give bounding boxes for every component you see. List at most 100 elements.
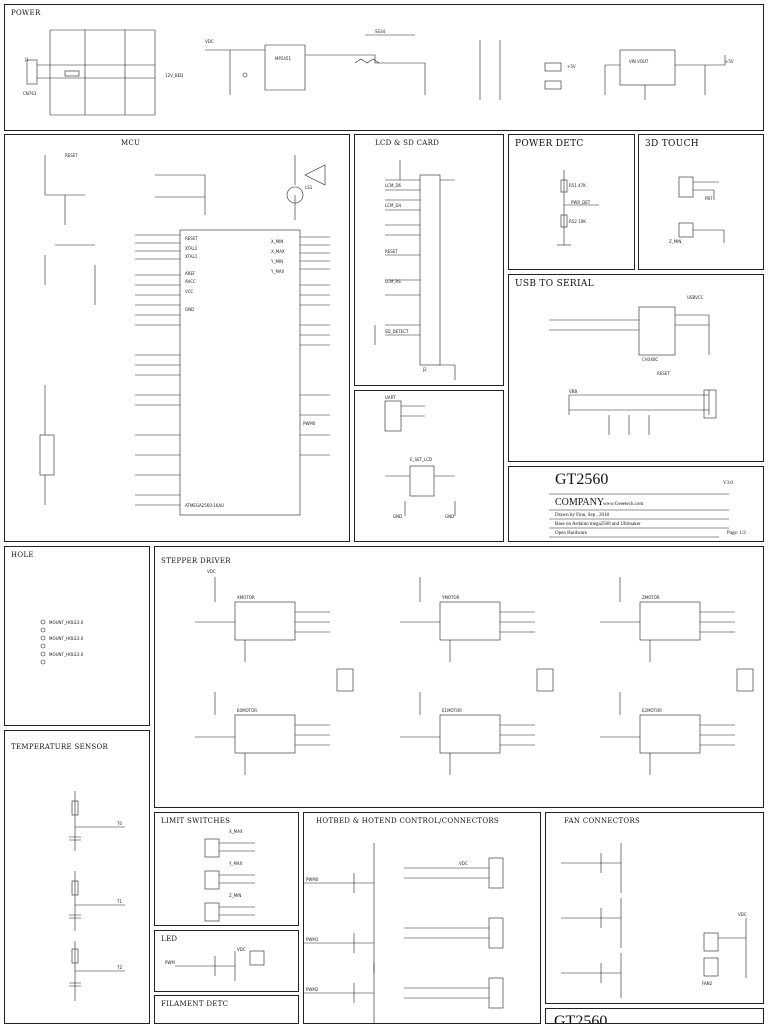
svg-text:GND: GND <box>185 307 194 312</box>
svg-text:12V_BED: 12V_BED <box>165 73 183 78</box>
title-block-2-name: GT2560 <box>554 1013 608 1024</box>
svg-text:CN763: CN763 <box>23 91 37 96</box>
lcd-title: LCD & SD CARD <box>375 139 440 147</box>
svg-text:RESET: RESET <box>657 371 670 376</box>
svg-text:SS34: SS34 <box>375 29 386 34</box>
svg-text:AREF: AREF <box>185 271 196 276</box>
svg-text:XTAL1: XTAL1 <box>185 254 198 259</box>
driver-x-label: XMOTOR <box>237 595 255 600</box>
led-title: LED <box>161 935 178 943</box>
limit-panel: LIMIT SWITCHES X_MAX Y_MAX Z_MIN <box>154 812 299 926</box>
title-block-drawn: Drawn by Finn, Sep , 2018 <box>555 513 610 518</box>
svg-text:R52 10K: R52 10K <box>569 219 586 224</box>
svg-text:R51 47K: R51 47K <box>569 183 586 188</box>
svg-text:XTAL2: XTAL2 <box>185 246 198 251</box>
power-detc-panel: POWER DETC R51 47K PWR_DET R52 10K <box>508 134 635 270</box>
hotbed-panel: HOTBED & HOTEND CONTROL/CONNECTORS VDC P… <box>303 812 541 1024</box>
title-block-page: Page: 1/2 <box>727 531 746 536</box>
stepper-schematic: XMOTOR YMOTOR ZMOTOR E0MOTOR E1MOTOR E2M… <box>195 569 754 775</box>
filament-panel: FILAMENT DETC <box>154 995 299 1024</box>
title-block-2: GT2560 <box>545 1008 764 1024</box>
svg-text:VDC: VDC <box>738 912 747 917</box>
hole-schematic: MOUNT_HOLE3.0 MOUNT_HOLE3.0 MOUNT_HOLE3.… <box>40 619 84 665</box>
limit-schematic: X_MAX Y_MAX Z_MIN <box>204 829 255 922</box>
svg-text:LCM_D4: LCM_D4 <box>385 203 402 208</box>
svg-text:VBB: VBB <box>569 389 577 394</box>
power-panel: POWER J1 CN763 12V_BED VDC MP2451 SS34 V… <box>4 4 764 131</box>
touch-panel: 3D TOUCH PB7 Z_MIN <box>638 134 764 270</box>
svg-text:AVCC: AVCC <box>185 279 196 284</box>
power-schematic: J1 CN763 12V_BED VDC MP2451 SS34 VIN VOU… <box>23 29 734 116</box>
filament-title: FILAMENT DETC <box>161 1000 229 1008</box>
usb-panel: USB TO SERIAL CH340C USBVCC RESET VBB <box>508 274 764 462</box>
touch-title: 3D TOUCH <box>645 139 699 149</box>
power-detc-schematic: R51 47K PWR_DET R52 10K <box>557 170 599 246</box>
svg-text:PWM1: PWM1 <box>306 937 319 942</box>
svg-text:VIN VOUT: VIN VOUT <box>629 59 649 64</box>
svg-text:Y_MAX: Y_MAX <box>228 861 243 866</box>
driver-e1-label: E1MOTOR <box>442 708 462 713</box>
svg-text:E_SET_LCD: E_SET_LCD <box>410 457 432 462</box>
led-schematic: PWM VDC <box>165 947 265 981</box>
svg-text:SD_DETECT: SD_DETECT <box>385 329 409 334</box>
svg-text:J1: J1 <box>24 57 29 62</box>
mcu-schematic: ATMEGA2560-16AU RESET RESET XTAL2 XTAL1 … <box>39 153 330 516</box>
title-block-version: V3.0 <box>723 481 733 486</box>
svg-text:PWM0: PWM0 <box>303 421 316 426</box>
fan-title: FAN CONNECTORS <box>564 817 641 825</box>
title-block-company: COMPANY <box>555 497 605 508</box>
title-block-website: www.Geeetech.com <box>603 502 644 507</box>
power-title: POWER <box>11 9 41 17</box>
svg-text:VDC: VDC <box>237 947 246 952</box>
limit-title: LIMIT SWITCHES <box>161 817 231 825</box>
mcu-title: MCU <box>121 139 141 147</box>
hotbed-title: HOTBED & HOTEND CONTROL/CONNECTORS <box>316 817 500 825</box>
svg-text:PWM2: PWM2 <box>306 987 319 992</box>
svg-text:MOUNT_HOLE3.0: MOUNT_HOLE3.0 <box>49 636 84 641</box>
lcd-schematic: LCM_D6 LCM_D4 RESET LCM_RS SD_DETECT J2 <box>374 160 456 380</box>
mcu-chip-label: ATMEGA2560-16AU <box>185 503 224 508</box>
temp-title: TEMPERATURE SENSOR <box>11 743 109 751</box>
svg-text:LCM_RS: LCM_RS <box>385 279 401 284</box>
svg-text:FAN2: FAN2 <box>702 981 713 986</box>
svg-text:Y_MAX: Y_MAX <box>270 269 285 274</box>
svg-text:X_MAX: X_MAX <box>271 249 285 254</box>
svg-text:USBVCC: USBVCC <box>687 295 704 300</box>
stepper-title: STEPPER DRIVER <box>161 557 231 565</box>
svg-text:RESET: RESET <box>185 236 198 241</box>
hole-title: HOLE <box>11 551 34 559</box>
hotbed-schematic: VDC PWM0 PWM1 PWM2 <box>304 843 504 1023</box>
svg-text:X_MAX: X_MAX <box>229 829 243 834</box>
title-block-lines <box>549 493 729 538</box>
svg-text:MOUNT_HOLE3.0: MOUNT_HOLE3.0 <box>49 620 84 625</box>
driver-e2-label: E2MOTOR <box>642 708 662 713</box>
usb-schematic: CH340C USBVCC RESET VBB <box>549 295 717 435</box>
svg-text:LCM_D6: LCM_D6 <box>385 183 402 188</box>
svg-text:Z_MIN: Z_MIN <box>669 239 681 244</box>
hole-panel: HOLE MOUNT_HOLE3.0 MOUNT_HOLE3.0 MOUNT_H… <box>4 546 150 726</box>
svg-text:Y_MIN: Y_MIN <box>270 259 283 264</box>
svg-text:+5V: +5V <box>567 64 576 69</box>
svg-text:VDC: VDC <box>205 39 214 44</box>
svg-text:MP2451: MP2451 <box>275 56 291 61</box>
driver-e0-label: E0MOTOR <box>237 708 257 713</box>
svg-text:PWR_DET: PWR_DET <box>571 200 591 205</box>
svg-text:T1: T1 <box>116 899 122 904</box>
power-detc-title: POWER DETC <box>515 139 584 149</box>
title-block-name: GT2560 <box>555 471 609 488</box>
svg-text:T2: T2 <box>116 965 122 970</box>
usb-chip-label: CH340C <box>642 357 658 362</box>
driver-y-label: YMOTOR <box>441 595 460 600</box>
temp-schematic: T0 T1 T2 <box>69 791 125 1001</box>
svg-text:PWM0: PWM0 <box>306 877 319 882</box>
svg-text:UART: UART <box>385 395 396 400</box>
svg-text:+5V: +5V <box>725 59 734 64</box>
svg-text:J2: J2 <box>422 367 427 372</box>
led-panel: LED PWM VDC <box>154 930 299 992</box>
svg-text:PWM: PWM <box>165 960 175 965</box>
mcu-panel: MCU ATMEGA2560-16AU RESET RESET XTAL2 XT… <box>4 134 350 542</box>
mcu-reset-label: RESET <box>65 153 78 158</box>
title-block-base: Base on Arduino mega2560 and Ultimaker <box>555 522 641 527</box>
usb-title: USB TO SERIAL <box>515 279 594 289</box>
fan-schematic: VDC FAN2 <box>561 843 747 998</box>
